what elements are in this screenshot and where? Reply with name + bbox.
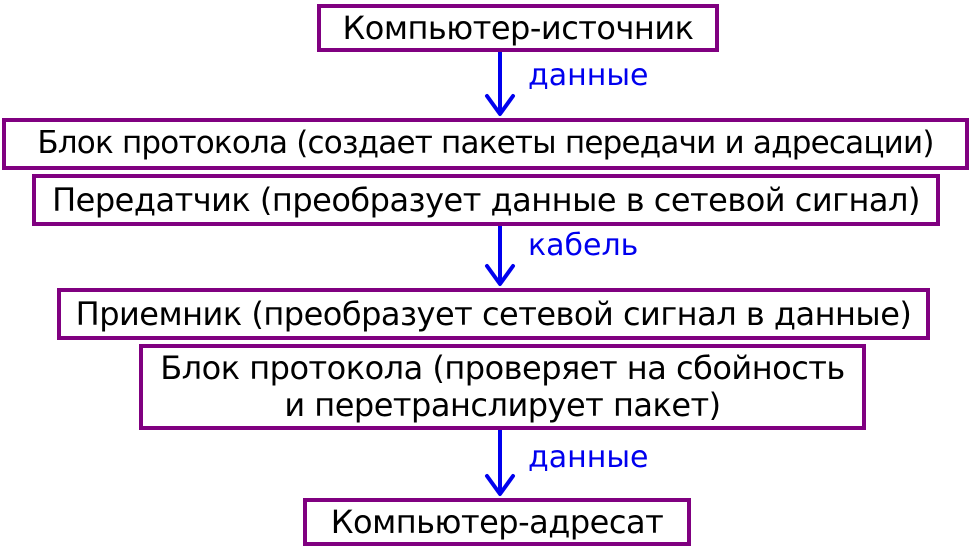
- arrow-label-data-2: данные: [528, 440, 649, 475]
- box-label: Блок протокола (создает пакеты передачи …: [37, 125, 934, 162]
- arrow-3: [485, 430, 515, 496]
- box-label: Компьютер-адресат: [330, 502, 664, 541]
- arrow-label-cable: кабель: [528, 228, 639, 263]
- transmitter-box: Передатчик (преобразует данные в сетевой…: [32, 174, 940, 226]
- box-label: Компьютер-источник: [342, 8, 694, 47]
- source-computer-box: Компьютер-источник: [317, 4, 719, 52]
- box-label-line-1: Блок протокола (проверяет на сбойность: [160, 349, 845, 388]
- box-label-line-2: и перетранслирует пакет): [284, 386, 721, 424]
- arrow-1: [485, 52, 515, 116]
- box-label: Приемник (преобразует сетевой сигнал в д…: [75, 294, 912, 333]
- arrow-label-data-1: данные: [528, 58, 649, 93]
- arrow-2: [485, 226, 515, 286]
- box-label-group: Блок протокола (проверяет на сбойность и…: [160, 350, 845, 424]
- protocol-block-receiver-box: Блок протокола (проверяет на сбойность и…: [139, 344, 866, 430]
- box-label: Передатчик (преобразует данные в сетевой…: [52, 180, 920, 219]
- destination-computer-box: Компьютер-адресат: [303, 498, 691, 546]
- receiver-box: Приемник (преобразует сетевой сигнал в д…: [57, 288, 930, 340]
- protocol-block-sender-box: Блок протокола (создает пакеты передачи …: [2, 118, 969, 170]
